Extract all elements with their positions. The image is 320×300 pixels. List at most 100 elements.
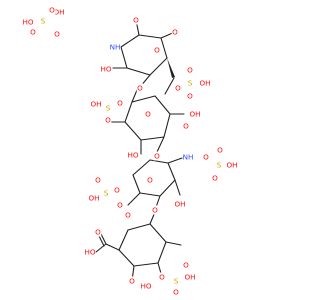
sulfur-label: S xyxy=(104,189,109,198)
bond-layer xyxy=(95,19,186,282)
oxygen-label-bg xyxy=(216,145,224,155)
hydroxyl-label: OH xyxy=(53,8,64,17)
oxygen-label-bg xyxy=(29,27,37,37)
oxygen-label-bg xyxy=(151,205,159,215)
oxygen-label-bg xyxy=(116,98,124,108)
ring-oxygen-label-bg xyxy=(146,175,154,185)
oxygen-label-bg xyxy=(172,287,180,297)
hydroxyl-label: OH xyxy=(199,79,210,88)
oxygen-label: O xyxy=(117,201,123,210)
hydroxyl-label: HO xyxy=(140,282,151,291)
hydroxyl-label-bg xyxy=(22,17,34,27)
hydroxyl-label: HO xyxy=(100,65,111,74)
oxygen-label: O xyxy=(183,122,189,131)
hydroxyl-label-bg xyxy=(127,150,139,160)
hydroxyl-label: OH xyxy=(174,200,185,209)
oxygen-label: O xyxy=(30,28,36,37)
sulfur-label-bg xyxy=(104,103,112,113)
oxygen-label-bg xyxy=(113,185,121,195)
oxygen-label: O xyxy=(137,84,143,93)
oxygen-label: O xyxy=(114,186,120,195)
oxygen-label: O xyxy=(172,28,178,37)
oxygen-label: O xyxy=(159,273,165,282)
ring-oxygen-label: O xyxy=(145,110,151,119)
oxygen-label-bg xyxy=(158,272,166,282)
hydroxyl-label: OH xyxy=(226,161,237,170)
oxygen-label: O xyxy=(154,152,160,161)
oxygen-label-bg xyxy=(186,65,194,75)
sulfur-label-bg xyxy=(215,160,223,170)
amine-label-bg xyxy=(109,42,121,52)
sulfur-label-bg xyxy=(39,16,47,26)
hydroxyl-label-bg xyxy=(84,247,96,257)
oxygen-label: O xyxy=(105,116,111,125)
hydroxyl-label: OH xyxy=(88,194,99,203)
oxygen-label-bg xyxy=(182,121,190,131)
oxygen-label-bg xyxy=(136,83,144,93)
hydroxyl-label: OH xyxy=(90,100,101,109)
sulfur-label-bg xyxy=(172,276,180,286)
oxygen-label: O xyxy=(95,176,101,185)
oxygen-label: O xyxy=(175,84,181,93)
hydroxyl-label: HO xyxy=(84,248,95,257)
hydroxyl-label-bg xyxy=(184,272,196,282)
sulfur-label-bg xyxy=(186,78,194,88)
sulfur-label: S xyxy=(41,17,46,26)
oxygen-label-bg xyxy=(48,5,56,15)
hydroxyl-label: HO xyxy=(22,18,33,27)
hydroxyl-label-bg xyxy=(226,160,238,170)
amine-label: NH xyxy=(110,43,121,52)
hydroxyl-label-bg xyxy=(189,109,201,119)
oxygen-label: O xyxy=(187,66,193,75)
oxygen-label: O xyxy=(203,153,209,162)
oxygen-label: O xyxy=(129,277,135,286)
hydroxyl-label-bg xyxy=(100,64,112,74)
hydroxyl-label: OH xyxy=(184,273,195,282)
ring-oxygen-label: O xyxy=(154,46,160,55)
oxygen-label-bg xyxy=(202,152,210,162)
oxygen-label: O xyxy=(95,228,101,237)
hydroxyl-label-bg xyxy=(174,199,186,209)
oxygen-label-bg xyxy=(153,151,161,161)
hydroxyl-label-bg xyxy=(199,78,211,88)
oxygen-label: O xyxy=(212,174,218,183)
oxygen-label-bg xyxy=(104,115,112,125)
hydroxyl-label-bg xyxy=(88,193,100,203)
oxygen-label-bg xyxy=(182,260,190,270)
sulfur-label: S xyxy=(188,79,193,88)
oxygen-label-bg xyxy=(94,175,102,185)
oxygen-label: O xyxy=(133,16,139,25)
sulfur-label: S xyxy=(106,104,111,113)
oxygen-label: O xyxy=(125,211,131,220)
oxygen-label: O xyxy=(152,206,158,215)
oxygen-label-bg xyxy=(94,227,102,237)
oxygen-label: O xyxy=(54,30,60,39)
hydroxyl-label: HO xyxy=(127,151,138,160)
ring-oxygen-label-bg xyxy=(153,45,161,55)
oxygen-label-bg xyxy=(186,91,194,101)
oxygen-label-bg xyxy=(128,276,136,286)
oxygen-label: O xyxy=(217,146,223,155)
hydroxyl-label: OH xyxy=(189,110,200,119)
ring-oxygen-label-bg xyxy=(144,109,152,119)
amine-label-bg xyxy=(182,152,194,162)
hydroxyl-label-bg xyxy=(140,281,152,291)
hydroxyl-label-bg xyxy=(53,7,65,17)
oxygen-label-bg xyxy=(116,200,124,210)
hydroxyl-label-bg xyxy=(90,99,102,109)
amine-label: NH xyxy=(183,153,194,162)
oxygen-label-bg xyxy=(53,29,61,39)
oxygen-label: O xyxy=(187,92,193,101)
oxygen-label-bg xyxy=(211,173,219,183)
oxygen-label-bg xyxy=(174,83,182,93)
oxygen-label: O xyxy=(173,288,179,297)
sulfur-label-bg xyxy=(102,188,110,198)
sulfur-label: S xyxy=(217,161,222,170)
oxygen-label-bg xyxy=(171,27,179,37)
sulfur-label: S xyxy=(174,277,179,286)
oxygen-label-bg xyxy=(124,210,132,220)
oxygen-label: O xyxy=(117,99,123,108)
oxygen-label-bg xyxy=(132,15,140,25)
